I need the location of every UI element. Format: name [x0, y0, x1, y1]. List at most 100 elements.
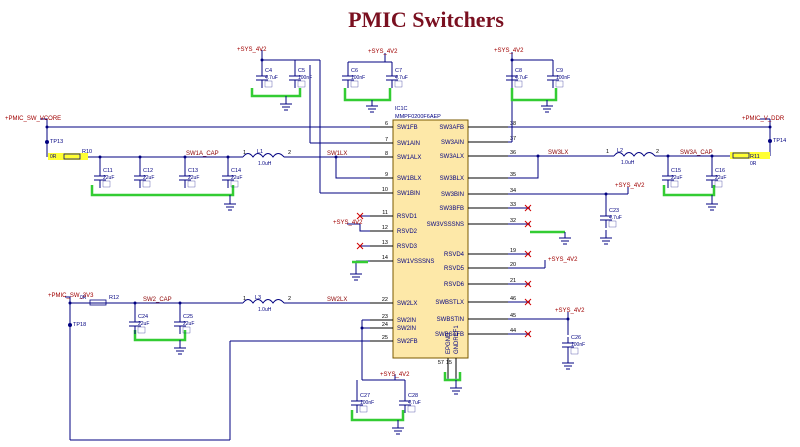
cap-c7-ref: C7 [395, 68, 402, 74]
cap-c7: C74.7uF [386, 68, 408, 88]
ic-left-pin-num: 10 [382, 187, 388, 193]
cap-c16-value: 22uF [715, 175, 726, 181]
cap-c16-ref: C16 [715, 168, 725, 174]
cap-c9-ref: C9 [556, 68, 563, 74]
cap-c8-ref: C8 [515, 68, 522, 74]
ic-right-pin-name: SW3BFB [439, 206, 464, 212]
ground-symbols [174, 96, 718, 435]
cap-c11-value: 22uF [103, 175, 114, 181]
cap-c4: C44.7uF [256, 68, 278, 88]
ic-ref: IC1C [395, 106, 408, 112]
resistor-r11: R11 0R [730, 152, 770, 167]
ic-right-pin-name: SW3VSSSNS [427, 222, 464, 228]
ic-left-pin-num: 6 [385, 121, 388, 127]
l3-pin1: 1 [243, 296, 246, 302]
tp13-label: TP13 [50, 139, 63, 145]
ic-bottom-pin-num: 15 [446, 360, 452, 366]
power-ports: +SYS_4V2 +SYS_4V2 +SYS_4V2 +PMIC_SW_VCOR… [5, 47, 785, 378]
ic-right-pin-num: 44 [510, 328, 516, 334]
ic-right-pin-name: SW3BLX [440, 176, 464, 182]
pwr-sys4v2-sw2in: +SYS_4V2 [380, 372, 410, 378]
ic-right-pin-name: RSVD4 [444, 252, 465, 258]
cap-c25-value: 22uF [183, 321, 194, 327]
cap-c26-value: 100nF [571, 342, 585, 348]
ic-left-pin-num: 13 [382, 240, 388, 246]
cap-c15-ref: C15 [671, 168, 681, 174]
cap-c4-value: 4.7uF [265, 75, 278, 81]
ic-right-pin-name: SWBSTIN [437, 317, 464, 323]
ic-left-pin-name: RSVD1 [397, 214, 418, 220]
wiring [40, 50, 771, 441]
cap-c12-value: 22uF [143, 175, 154, 181]
l3-value: 1.0uH [258, 307, 272, 313]
cap-c8-value: 4.7uF [515, 75, 528, 81]
ic-right-pin-name: SWBSTFB [435, 332, 464, 338]
pwr-sys4v2-rsvd: +SYS_4V2 [333, 220, 363, 226]
ic-left-pin-name: SW2IN [397, 318, 416, 324]
cap-c12-ref: C12 [143, 168, 153, 174]
resistor-r10: R10 0R [48, 149, 92, 160]
pwr-sys4v2-c6c7: +SYS_4V2 [368, 49, 398, 55]
pwr-sys4v2-c8c9: +SYS_4V2 [494, 48, 524, 54]
ic-left-pin-name: SW2IN [397, 326, 416, 332]
ic-right-pin-num: 19 [510, 248, 516, 254]
pwr-3v3: +PMIC_SW_3V3 [48, 293, 94, 299]
cap-c9-value: 100nF [556, 75, 570, 81]
ic-left-pin-name: RSVD2 [397, 229, 418, 235]
net-sw3a-cap: SW3A_CAP [680, 150, 713, 156]
r11-value: 0R [750, 161, 757, 167]
ic-right-pin-num: 38 [510, 121, 516, 127]
ic-right-pin-name: SW3AFB [439, 125, 464, 131]
cap-c7-value: 4.7uF [395, 75, 408, 81]
ic-left-pin-name: SW1FB [397, 125, 418, 131]
ic-left-pin-num: 14 [382, 255, 388, 261]
ic-bottom-pin-num: 57 [438, 360, 444, 366]
ic-part: MMPF0200F6AEP [395, 114, 441, 120]
l1-pin2: 2 [288, 150, 291, 156]
ic-left-pin-num: 7 [385, 137, 388, 143]
cap-c23-ref: C23 [609, 208, 619, 214]
ic-right-pin-num: 45 [510, 313, 516, 319]
junctions [45, 58, 772, 330]
l2-ref: L2 [617, 148, 623, 154]
inductor-l2: L2 1.0uH 1 2 [606, 148, 659, 166]
inductor-l1: L1 1.0uH 1 2 [242, 149, 291, 167]
cap-c28-ref: C28 [408, 393, 418, 399]
tp18-label: TP18 [73, 322, 86, 328]
ic-right-pin-num: 35 [510, 172, 516, 178]
ic-right-pin-num: 46 [510, 296, 516, 302]
cap-c5-ref: C5 [298, 68, 305, 74]
r10-value: 0R [50, 154, 57, 160]
page-title: PMIC Switchers [348, 7, 504, 32]
cap-c4-ref: C4 [265, 68, 272, 74]
ic-right-pin-num: 37 [510, 136, 516, 142]
cap-c13-value: 22uF [188, 175, 199, 181]
capacitors: C44.7uFC5100nFC6100nFC74.7uFC84.7uFC9100… [94, 68, 726, 413]
cap-c25-ref: C25 [183, 314, 193, 320]
ic-right-pin-name: RSVD5 [444, 266, 465, 272]
cap-c27-value: 100nF [360, 400, 374, 406]
net-sw2-cap: SW2_CAP [143, 297, 172, 303]
net-sw1a-cap: SW1A_CAP [186, 151, 219, 157]
ic-right-pin-num: 32 [510, 218, 516, 224]
l1-pin1: 1 [243, 150, 246, 156]
ground-traces [90, 88, 716, 422]
l3-ref: L3 [255, 295, 261, 301]
r12-ref: R12 [109, 295, 119, 301]
testpoint-tp13: TP13 [45, 139, 63, 145]
cap-c14-ref: C14 [231, 168, 241, 174]
cap-c26-ref: C26 [571, 335, 581, 341]
ic-left-pin-num: 24 [382, 322, 388, 328]
cap-c11-ref: C11 [103, 168, 113, 174]
net-sw3lx: SW3LX [548, 150, 568, 156]
pwr-sys4v2-c4c5: +SYS_4V2 [237, 47, 267, 53]
